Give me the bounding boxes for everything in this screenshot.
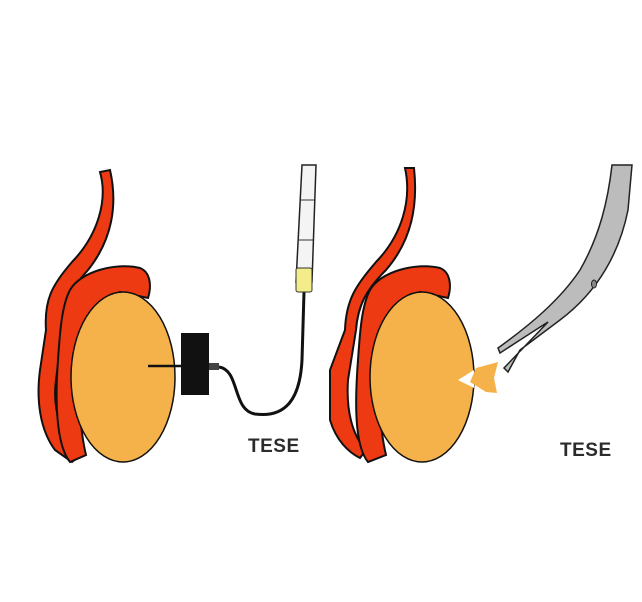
tese-label-left: TESE <box>248 436 300 457</box>
tube-connector <box>209 363 219 370</box>
needle-hub <box>181 333 209 395</box>
left-panel <box>37 164 317 464</box>
biopsy-notch <box>458 370 474 388</box>
tese-label-right: TESE <box>560 440 612 461</box>
aspiration-tube <box>218 291 306 417</box>
right-panel <box>329 164 633 464</box>
syringe-tip <box>295 267 313 293</box>
scissors <box>497 164 633 374</box>
testis-right <box>369 291 475 463</box>
scissors-screw <box>591 279 597 289</box>
syringe-barrel <box>295 164 317 283</box>
tissue-fragment <box>470 362 498 393</box>
testis-left <box>70 291 176 463</box>
